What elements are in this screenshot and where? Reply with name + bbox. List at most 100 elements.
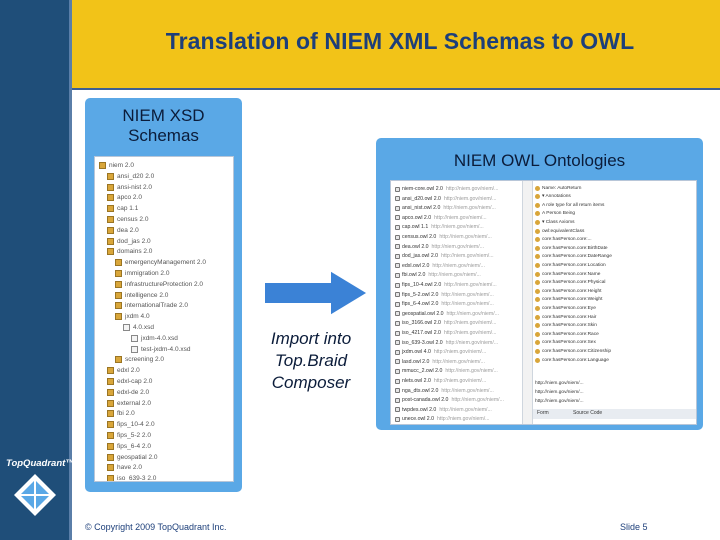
tree-item[interactable]: external 2.0 [107,397,151,410]
scrollbar[interactable] [523,181,533,424]
tree-item[interactable]: have 2.0 [107,461,142,474]
tree-item[interactable]: edxl-de 2.0 [107,386,149,399]
tree-item[interactable]: census 2.0 [107,213,148,226]
owl-file-icon [395,186,400,192]
tree-item[interactable]: domains 2.0 [107,245,152,258]
instance-row[interactable]: http://niem.gov/niem/... [535,379,584,387]
form-row[interactable]: core:hasPerson.core:Physical [535,279,605,287]
tree-item[interactable]: dea 2.0 [107,224,139,237]
owl-file-label: ansi_d20.owl 2.0 [402,195,441,202]
form-row[interactable]: core:hasPerson.core:... [535,236,592,244]
form-row[interactable]: A Person Being [535,210,575,218]
form-row[interactable]: core:hasPerson.core:Eye [535,304,596,312]
owl-file-label: jxdm.owl 4.0 [402,349,431,356]
form-row[interactable]: ▾ Annotations [535,193,571,201]
tree-item[interactable]: cap 1.1 [107,202,138,215]
tree-item[interactable]: fips_10-4 2.0 [107,418,155,431]
tree-item[interactable]: internationalTrade 2.0 [115,299,188,312]
tree-item[interactable]: geospatial 2.0 [107,451,157,464]
form-row[interactable]: core:hasPerson.core:Height [535,287,601,295]
tree-item[interactable]: jxdm 4.0 [115,310,150,323]
tree-item[interactable]: apco 2.0 [107,191,142,204]
form-row[interactable]: Name: AutoReturn [535,184,581,192]
tree-item[interactable]: screening 2.0 [115,353,164,366]
folder-icon [115,280,122,288]
tab-form[interactable]: Form [537,410,549,416]
form-row-label: core:hasPerson.core:Citizenship [542,348,612,354]
form-row-label: core:hasPerson.core:... [542,237,592,243]
tree-item[interactable]: edxl-cap 2.0 [107,375,152,388]
tree-item[interactable]: infrastructureProtection 2.0 [115,278,203,291]
form-row[interactable]: core:hasPerson.core:Hair [535,313,596,321]
tree-item[interactable]: immigration 2.0 [115,267,169,280]
form-row[interactable]: owl:equivalentClass [535,227,584,235]
tree-item-label: domains 2.0 [117,248,153,256]
form-row[interactable]: core:hasPerson.core:Citizenship [535,347,611,355]
tree-item[interactable]: niem 2.0 [99,159,134,172]
form-row[interactable]: core:hasPerson.core:Skin [535,322,597,330]
tree-item[interactable]: fips_6-4 2.0 [107,440,151,453]
form-row[interactable]: core:hasPerson.core:Sex [535,339,596,347]
tree-item[interactable]: iso_639-3 2.0 [107,472,156,481]
tree-item[interactable]: emergencyManagement 2.0 [115,256,206,269]
tree-item[interactable]: dod_jas 2.0 [107,235,151,248]
owl-file-icon [395,282,400,288]
form-row[interactable]: core:hasPerson.core:Location [535,261,606,269]
tree-item-label: census 2.0 [117,216,149,223]
tree-item[interactable]: edxl 2.0 [107,364,140,377]
instance-row[interactable]: http://niem.gov/niem/... [535,388,584,396]
tree-item-label: jxdm-4.0.xsd [141,334,178,342]
property-icon [535,237,540,243]
form-row[interactable]: core:hasPerson.core:DateRange [535,253,612,261]
form-row[interactable]: ▾ Class Axioms [535,218,575,226]
property-icon [535,314,540,320]
form-row[interactable]: core:hasPerson.core:BirthDate [535,244,608,252]
form-row-label: core:hasPerson.core:BirthDate [542,245,608,251]
tree-item[interactable]: jxdm-4.0.xsd [131,332,178,345]
form-row[interactable]: core:hasPerson.core:Weight [535,296,602,304]
tab-source-code[interactable]: Source Code [573,410,603,416]
tree-item[interactable]: 4.0.xsd [123,321,154,334]
tree-item-label: fips_6-4 2.0 [117,442,151,450]
header-band [72,0,720,88]
tree-item[interactable]: fbi 2.0 [107,407,135,420]
form-row[interactable]: A role type for all return items [535,201,604,209]
tree-item[interactable]: test-jxdm-4.0.xsd [131,343,191,356]
tree-item[interactable]: ansi-nist 2.0 [107,181,152,194]
tree-item[interactable]: fips_5-2 2.0 [107,429,151,442]
form-row[interactable]: core:hasPerson.core:Name [535,270,600,278]
form-row[interactable]: core:hasPerson.core:Language [535,356,609,364]
tree-item[interactable]: intelligence 2.0 [115,289,168,302]
form-row[interactable]: core:hasPerson.core:Race [535,330,599,338]
tree-item[interactable]: ansi_d20 2.0 [107,170,154,183]
form-row-label: core:hasPerson.core:Skin [542,323,597,329]
instance-row[interactable]: http://niem.gov/niem/... [535,397,584,405]
